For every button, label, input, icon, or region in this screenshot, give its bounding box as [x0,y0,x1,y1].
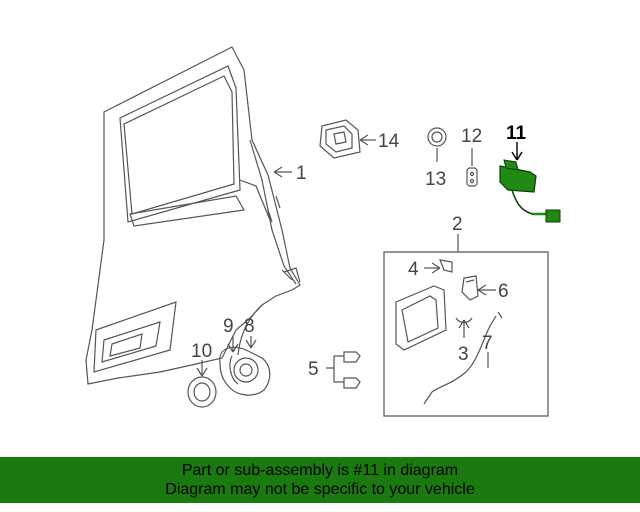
callout-4: 4 [408,259,419,280]
gasket-part [187,376,217,408]
actuator-part [499,159,561,223]
callout-11: 11 [506,123,527,144]
clip-part [466,167,478,187]
footer-banner: Part or sub-assembly is #11 in diagram D… [0,457,640,503]
callout-3: 3 [458,344,469,365]
callout-5: 5 [308,359,319,380]
leader-5 [326,355,344,383]
callout-13: 13 [425,169,446,190]
callout-12: 12 [461,126,482,147]
bolts-part [343,351,361,389]
callout-8: 8 [244,316,255,337]
callout-6: 6 [498,281,509,302]
quarter-panel [85,46,301,385]
callout-9: 9 [223,316,234,337]
callout-2: 2 [452,214,463,235]
filler-pocket-part [219,346,271,396]
callout-14: 14 [378,131,400,152]
fuel-door-assembly [383,251,549,417]
footer-line-2: Diagram may not be specific to your vehi… [165,481,475,498]
callout-10: 10 [191,341,212,362]
callout-1: 1 [296,163,307,184]
footer-line-1: Part or sub-assembly is #11 in diagram [181,462,459,479]
grommet-part [427,127,447,147]
bracket-part [319,119,361,159]
callout-7: 7 [482,333,493,354]
